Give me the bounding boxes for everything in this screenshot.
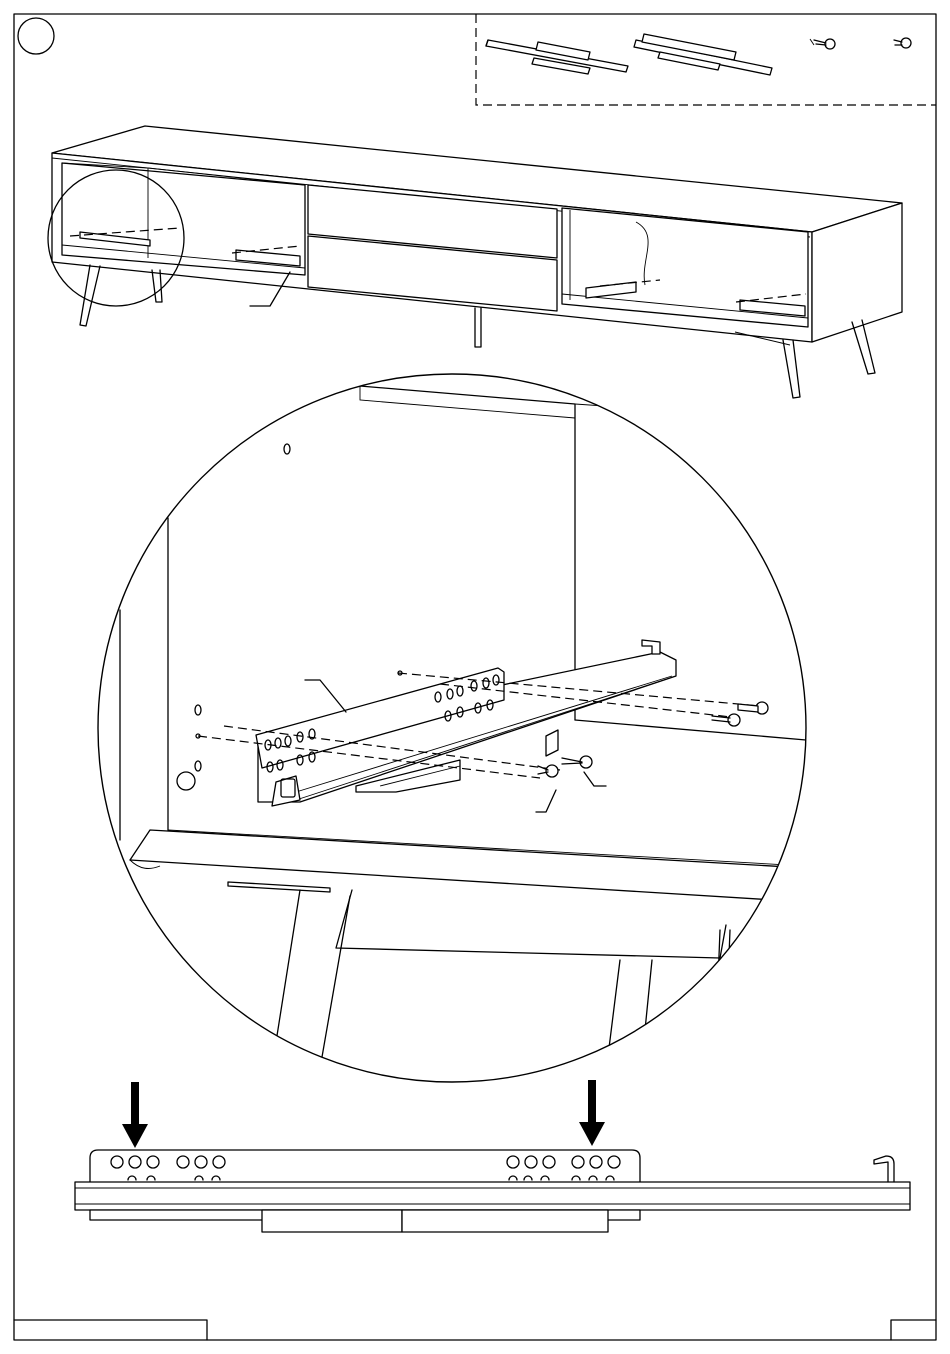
rail-hook: [874, 1156, 894, 1182]
parts-box: [476, 14, 936, 105]
footer-right-box: [891, 1320, 936, 1340]
down-arrow-icon-left: [122, 1082, 148, 1148]
down-arrow-icon-right: [579, 1080, 605, 1146]
leg-front-left: [80, 265, 100, 326]
parts-euro-screw: [894, 38, 911, 48]
step-badge: [18, 18, 54, 54]
parts-runner-right: [634, 34, 772, 75]
runner-side-view: [75, 1080, 910, 1232]
footer-left-box: [14, 1320, 207, 1340]
parts-wood-screw: [810, 39, 835, 49]
footer: [14, 1320, 936, 1340]
cabinet-overview: [48, 126, 902, 398]
leg-front-middle: [475, 308, 481, 347]
leg-front-right: [783, 340, 800, 398]
detail-view: [98, 374, 806, 1082]
parts-runner-left: [486, 40, 628, 74]
